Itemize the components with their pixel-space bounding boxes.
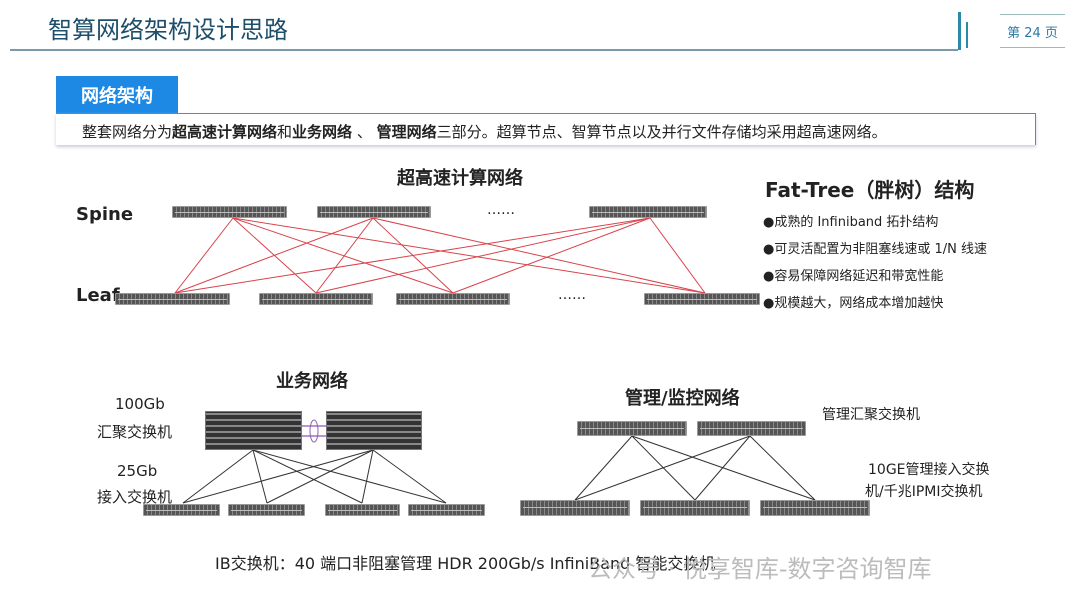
- fat-tree-link: [452, 217, 651, 294]
- core-switch: [205, 411, 302, 450]
- agg-label: 汇聚交换机: [97, 423, 173, 441]
- fat-tree-link: [174, 217, 374, 294]
- management-heading: 管理/监控网络: [625, 388, 740, 409]
- bullet-item: ●容易保障网络延迟和带宽性能: [763, 269, 944, 284]
- watermark: 公众号 · 悦享智库-数字咨询智库: [588, 555, 932, 583]
- spine-switch: [172, 206, 287, 218]
- page-title: 智算网络架构设计思路: [48, 16, 288, 44]
- bullet-item: ●可灵活配置为非阻塞线速或 1/N 线速: [763, 242, 987, 257]
- intro-segment: 超高速计算网络: [172, 123, 278, 141]
- leaf-switch: [115, 293, 230, 305]
- mgmt-access-switch: [640, 500, 750, 516]
- intro-segment: 业务网络: [292, 123, 353, 141]
- spine-switch: [317, 206, 431, 218]
- intro-segment: 、: [352, 123, 377, 141]
- mgmt-agg-label: 管理汇聚交换机: [822, 407, 920, 423]
- business-link: [372, 449, 447, 504]
- business-link: [266, 449, 374, 504]
- fat-tree-link: [372, 217, 706, 294]
- intro-text: 整套网络分为超高速计算网络和业务网络 、 管理网络三部分。超算节点、智算节点以及…: [82, 121, 887, 142]
- fat-tree-heading: 超高速计算网络: [397, 168, 523, 189]
- access-switch: [228, 504, 305, 516]
- business-link: [252, 449, 447, 504]
- fat-tree-title: Fat-Tree（胖树）结构: [765, 178, 975, 202]
- fat-tree-link: [174, 217, 651, 294]
- section-tab: 网络架构: [56, 76, 178, 113]
- mgmt-link: [631, 435, 816, 501]
- fat-tree-link: [649, 217, 706, 294]
- leaf-ellipsis: ……: [558, 287, 586, 303]
- acc-speed-label: 25Gb: [117, 462, 158, 480]
- link-aggregation-icon: [309, 419, 319, 443]
- intro-banner: [56, 113, 1036, 145]
- fat-tree-link: [174, 217, 234, 294]
- business-link: [361, 449, 374, 504]
- spine-label: Spine: [76, 204, 134, 225]
- business-link: [182, 449, 254, 504]
- mgmt-link: [574, 435, 751, 501]
- core-switch: [326, 411, 422, 450]
- mgmt-agg-switch: [577, 421, 687, 436]
- mgmt-link: [694, 435, 751, 501]
- acc-label: 接入交换机: [97, 488, 173, 506]
- mgmt-agg-switch: [697, 421, 806, 436]
- leaf-switch: [259, 293, 373, 305]
- leaf-label: Leaf: [76, 285, 120, 306]
- fat-tree-link: [315, 217, 651, 294]
- bullet-item: ●成熟的 Infiniband 拓扑结构: [763, 215, 939, 230]
- business-link: [252, 449, 363, 504]
- mgmt-acc-label: 10GE管理接入交换: [868, 462, 990, 478]
- caption: IB交换机：40 端口非阻塞管理 HDR 200Gb/s InfiniBand …: [215, 554, 716, 573]
- mgmt-access-switch: [520, 500, 630, 516]
- intro-segment: 三部分。超算节点、智算节点以及并行文件存储均采用超高速网络。: [436, 123, 887, 141]
- header-accent-bar-2: [966, 22, 968, 48]
- fat-tree-link: [232, 217, 706, 294]
- leaf-switch: [396, 293, 510, 305]
- header-divider: [10, 49, 958, 51]
- mgmt-link: [749, 435, 816, 501]
- spine-ellipsis: ……: [487, 202, 515, 218]
- mgmt-access-switch: [760, 500, 870, 516]
- header-accent-bar: [958, 12, 961, 50]
- mgmt-link: [574, 435, 633, 501]
- bullet-item: ●规模越大，网络成本增加越快: [763, 296, 944, 311]
- access-switch: [325, 504, 400, 516]
- business-link: [252, 449, 268, 504]
- fat-tree-link: [232, 217, 454, 294]
- page-number: 第 24 页: [1000, 14, 1065, 48]
- leaf-switch: [644, 293, 760, 305]
- spine-switch: [589, 206, 707, 218]
- business-link: [182, 449, 374, 504]
- intro-segment: 整套网络分为: [82, 123, 173, 141]
- fat-tree-link: [315, 217, 374, 294]
- access-switch: [408, 504, 485, 516]
- intro-segment: 和: [277, 123, 293, 141]
- business-heading: 业务网络: [276, 371, 348, 392]
- agg-speed-label: 100Gb: [115, 395, 165, 413]
- intro-segment: 管理网络: [376, 123, 437, 141]
- mgmt-acc-label: 机/千兆IPMI交换机: [865, 484, 983, 500]
- access-switch: [143, 504, 220, 516]
